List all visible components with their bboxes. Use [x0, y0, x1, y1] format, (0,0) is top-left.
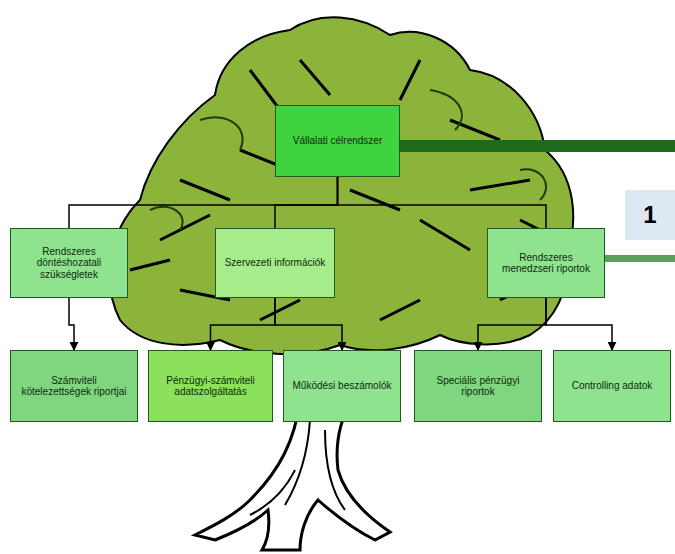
callout-number: 1	[625, 190, 675, 240]
box-label: Vállalati célrendszer	[293, 135, 383, 147]
tree-box: Rendszeres menedzseri riportok	[487, 228, 605, 298]
tree-connector	[478, 298, 546, 350]
tree-box: Működési beszámolók	[283, 350, 401, 422]
box-label: Működési beszámolók	[293, 380, 392, 392]
tree-box: Szervezeti információk	[215, 228, 335, 298]
title-bar	[400, 140, 675, 152]
tree-foliage	[110, 17, 574, 354]
tree-box: Rendszeres döntéshozatali szükségletek	[10, 228, 128, 298]
callout-number: 1	[643, 201, 656, 229]
tree-box: Számviteli kötelezettségek riportjai	[10, 350, 138, 422]
box-label: Szervezeti információk	[225, 257, 326, 269]
tree-connector	[338, 177, 547, 228]
tree-trunk	[195, 400, 390, 550]
tree-connector	[69, 177, 338, 228]
box-label: Controlling adatok	[572, 380, 653, 392]
tree-connector	[69, 298, 74, 350]
box-label: Pénzügyi-számviteli adatszolgáltatás	[154, 375, 267, 398]
tree-box: Vállalati célrendszer	[275, 105, 400, 177]
tree-connector	[211, 298, 276, 350]
side-bar	[605, 255, 675, 262]
box-label: Számviteli kötelezettségek riportjai	[16, 375, 132, 398]
tree-box: Controlling adatok	[553, 350, 671, 422]
box-label: Rendszeres menedzseri riportok	[493, 252, 599, 275]
box-label: Rendszeres döntéshozatali szükségletek	[16, 246, 122, 281]
box-label: Speciális pénzügyi riportok	[420, 375, 536, 398]
tree-connector	[275, 177, 338, 228]
tree-connector	[275, 298, 342, 350]
tree-connector	[546, 298, 612, 350]
tree-box: Pénzügyi-számviteli adatszolgáltatás	[148, 350, 273, 422]
tree-box: Speciális pénzügyi riportok	[414, 350, 542, 422]
